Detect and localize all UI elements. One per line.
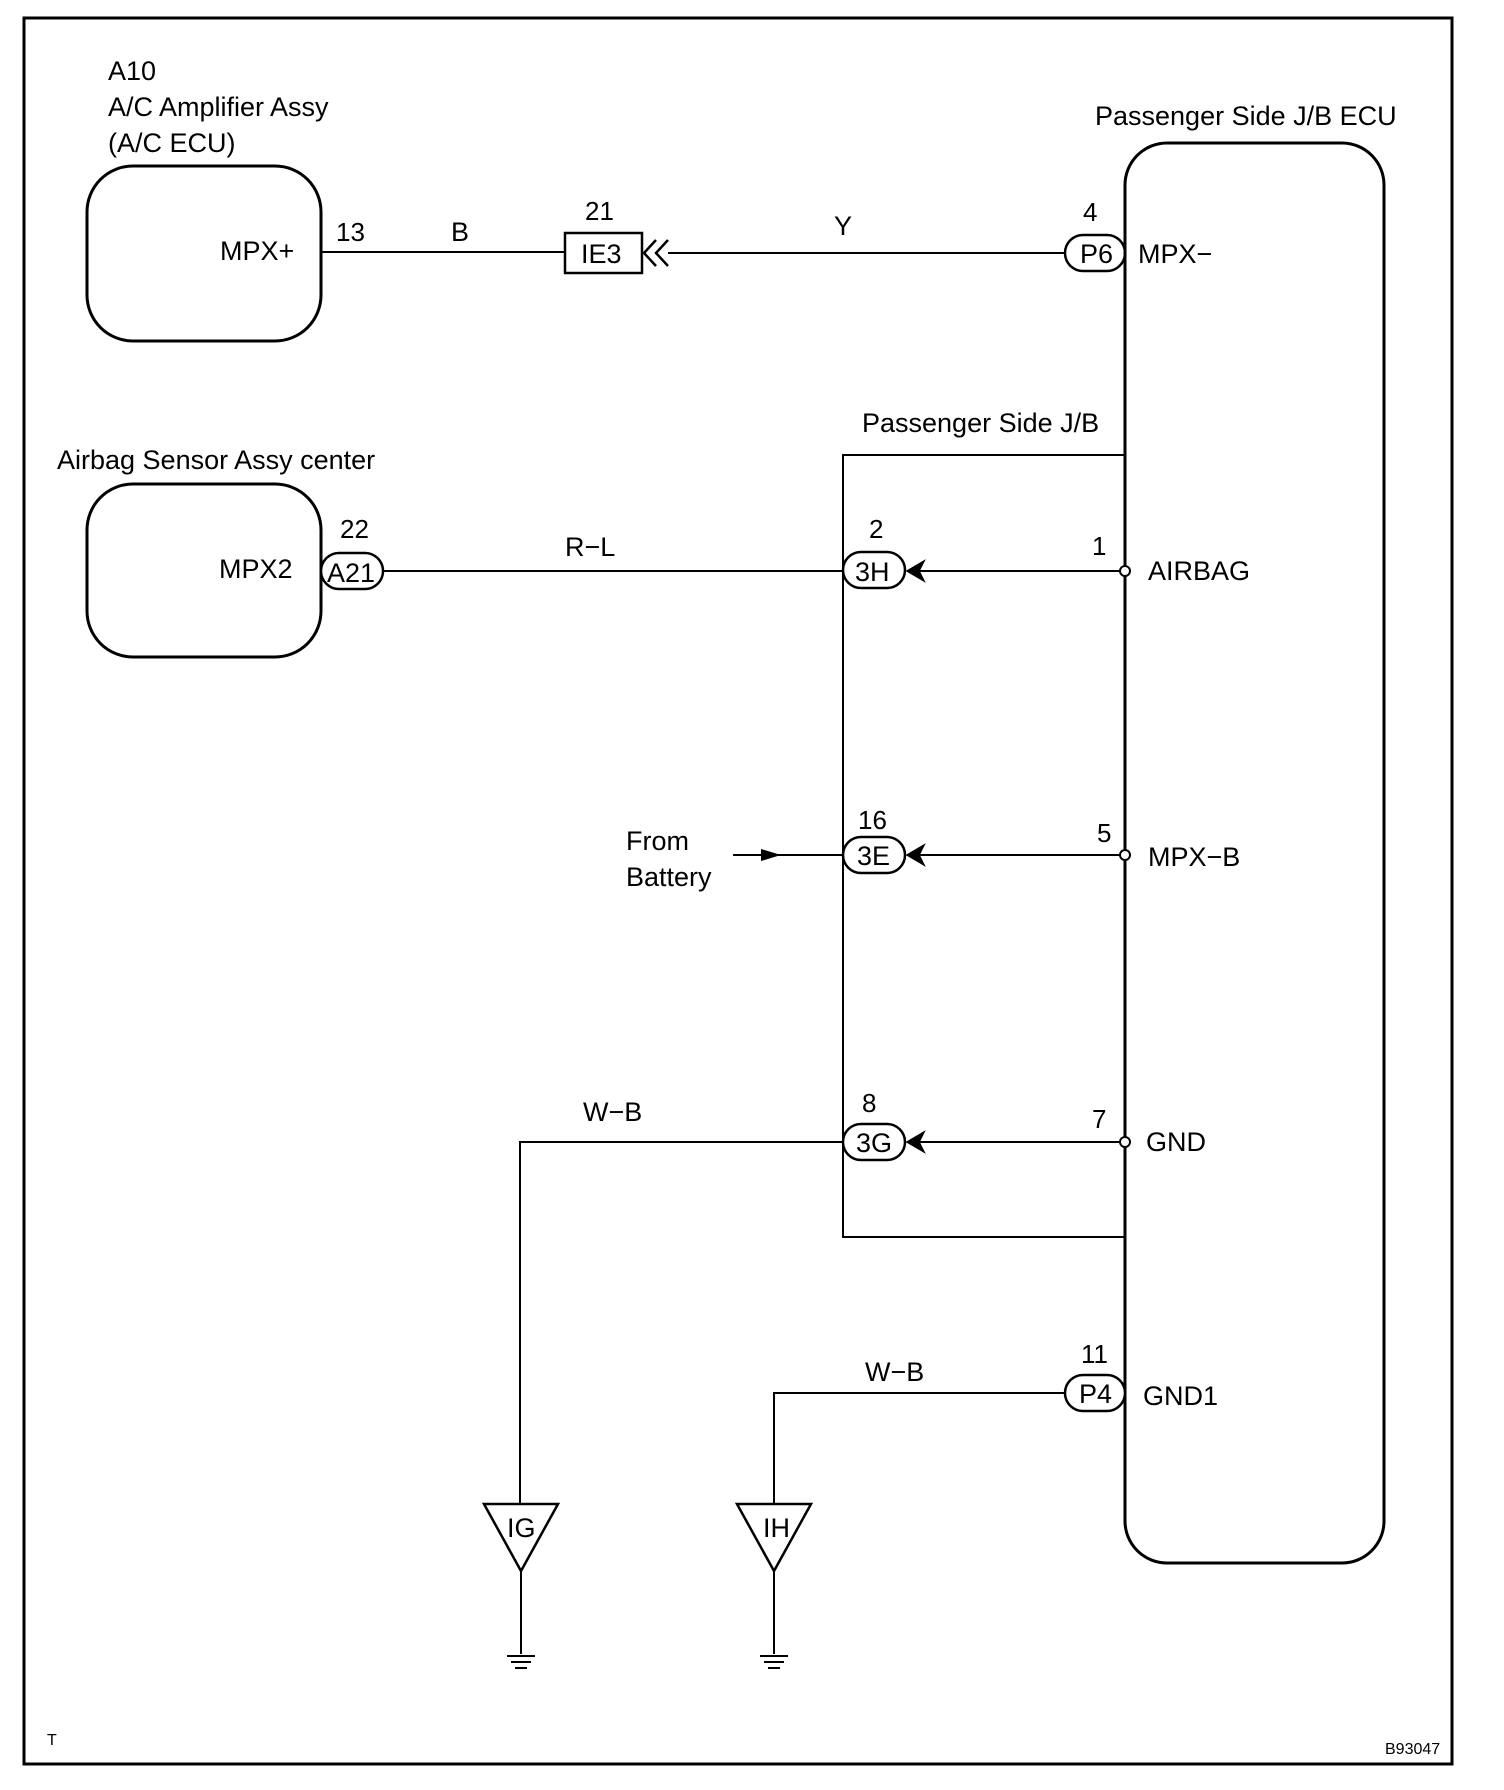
jb-ecu-terminal-mpx-minus: MPX− xyxy=(1138,239,1212,269)
ac-amp-code: A10 xyxy=(108,56,156,86)
p6-pin: 4 xyxy=(1083,197,1097,227)
airbag-terminal-dot xyxy=(1119,565,1131,577)
ie3-connector xyxy=(563,231,644,275)
3h-connector xyxy=(841,550,907,590)
p6-id: P6 xyxy=(1080,239,1113,269)
ie3-id: IE3 xyxy=(581,239,622,269)
ac-amp-name: A/C Amplifier Assy xyxy=(108,92,329,122)
jb-title: Passenger Side J/B xyxy=(862,408,1099,438)
p4-pin: 11 xyxy=(1081,1339,1108,1369)
3e-pin: 16 xyxy=(858,805,887,835)
jb-ecu-terminal-airbag: AIRBAG xyxy=(1148,556,1250,586)
jb-ecu-terminal-gnd1: GND1 xyxy=(1143,1381,1218,1411)
jb-box xyxy=(842,454,1125,1238)
mpx-b-pin: 5 xyxy=(1097,818,1111,848)
ac-amp-terminal: MPX+ xyxy=(220,236,294,266)
ground-ig-label: IG xyxy=(507,1513,536,1543)
3h-id: 3H xyxy=(855,557,890,587)
jb-ecu-terminal-mpx-b: MPX−B xyxy=(1148,842,1240,872)
jb-ecu-terminal-gnd: GND xyxy=(1146,1127,1206,1157)
a21-id: A21 xyxy=(327,558,375,588)
airbag-pin: 1 xyxy=(1092,531,1106,561)
wire-wb2-label: W−B xyxy=(865,1357,924,1387)
airbag-sensor-terminal: MPX2 xyxy=(219,554,293,584)
gnd-terminal-dot xyxy=(1119,1136,1131,1148)
mpx-b-terminal-dot xyxy=(1119,849,1131,861)
jb-ecu-title: Passenger Side J/B ECU xyxy=(1095,101,1397,131)
ig-ground-symbol-icon xyxy=(507,1655,535,1669)
a21-pin: 22 xyxy=(340,514,369,544)
3h-pin: 2 xyxy=(869,514,883,544)
ac-amp-subname: (A/C ECU) xyxy=(108,128,236,158)
diagram-frame xyxy=(22,16,1454,1766)
ac-amplifier-box xyxy=(85,164,323,343)
gnd-pin: 7 xyxy=(1092,1104,1106,1134)
figure-code: B93047 xyxy=(1385,1741,1440,1758)
wire-wb-ig xyxy=(519,1141,843,1504)
ac-amp-pin: 13 xyxy=(336,217,365,247)
3g-id: 3G xyxy=(856,1128,892,1158)
ih-ground-symbol-icon xyxy=(760,1655,788,1669)
wire-wb-ih xyxy=(773,1392,1065,1504)
wire-wb1-label: W−B xyxy=(583,1097,642,1127)
ground-point-ih xyxy=(734,1502,814,1574)
p4-id: P4 xyxy=(1079,1379,1112,1409)
3e-connector xyxy=(841,835,907,875)
wire-b-label: B xyxy=(451,217,469,247)
airbag-sensor-title: Airbag Sensor Assy center xyxy=(57,445,375,475)
ground-ih-label: IH xyxy=(763,1513,790,1543)
wire-rl-label: R−L xyxy=(565,532,615,562)
3e-id: 3E xyxy=(857,841,890,871)
corner-mark-left: T xyxy=(47,1732,57,1749)
battery-arrow-icon xyxy=(761,849,781,861)
from-battery-line1: From xyxy=(626,826,689,856)
ie3-pin: 21 xyxy=(585,196,614,226)
wire-y-label: Y xyxy=(834,211,852,241)
3g-pin: 8 xyxy=(862,1088,876,1118)
ground-point-ig xyxy=(481,1502,561,1574)
from-battery-line2: Battery xyxy=(626,862,712,892)
ie3-double-chevron-icon xyxy=(642,239,669,267)
